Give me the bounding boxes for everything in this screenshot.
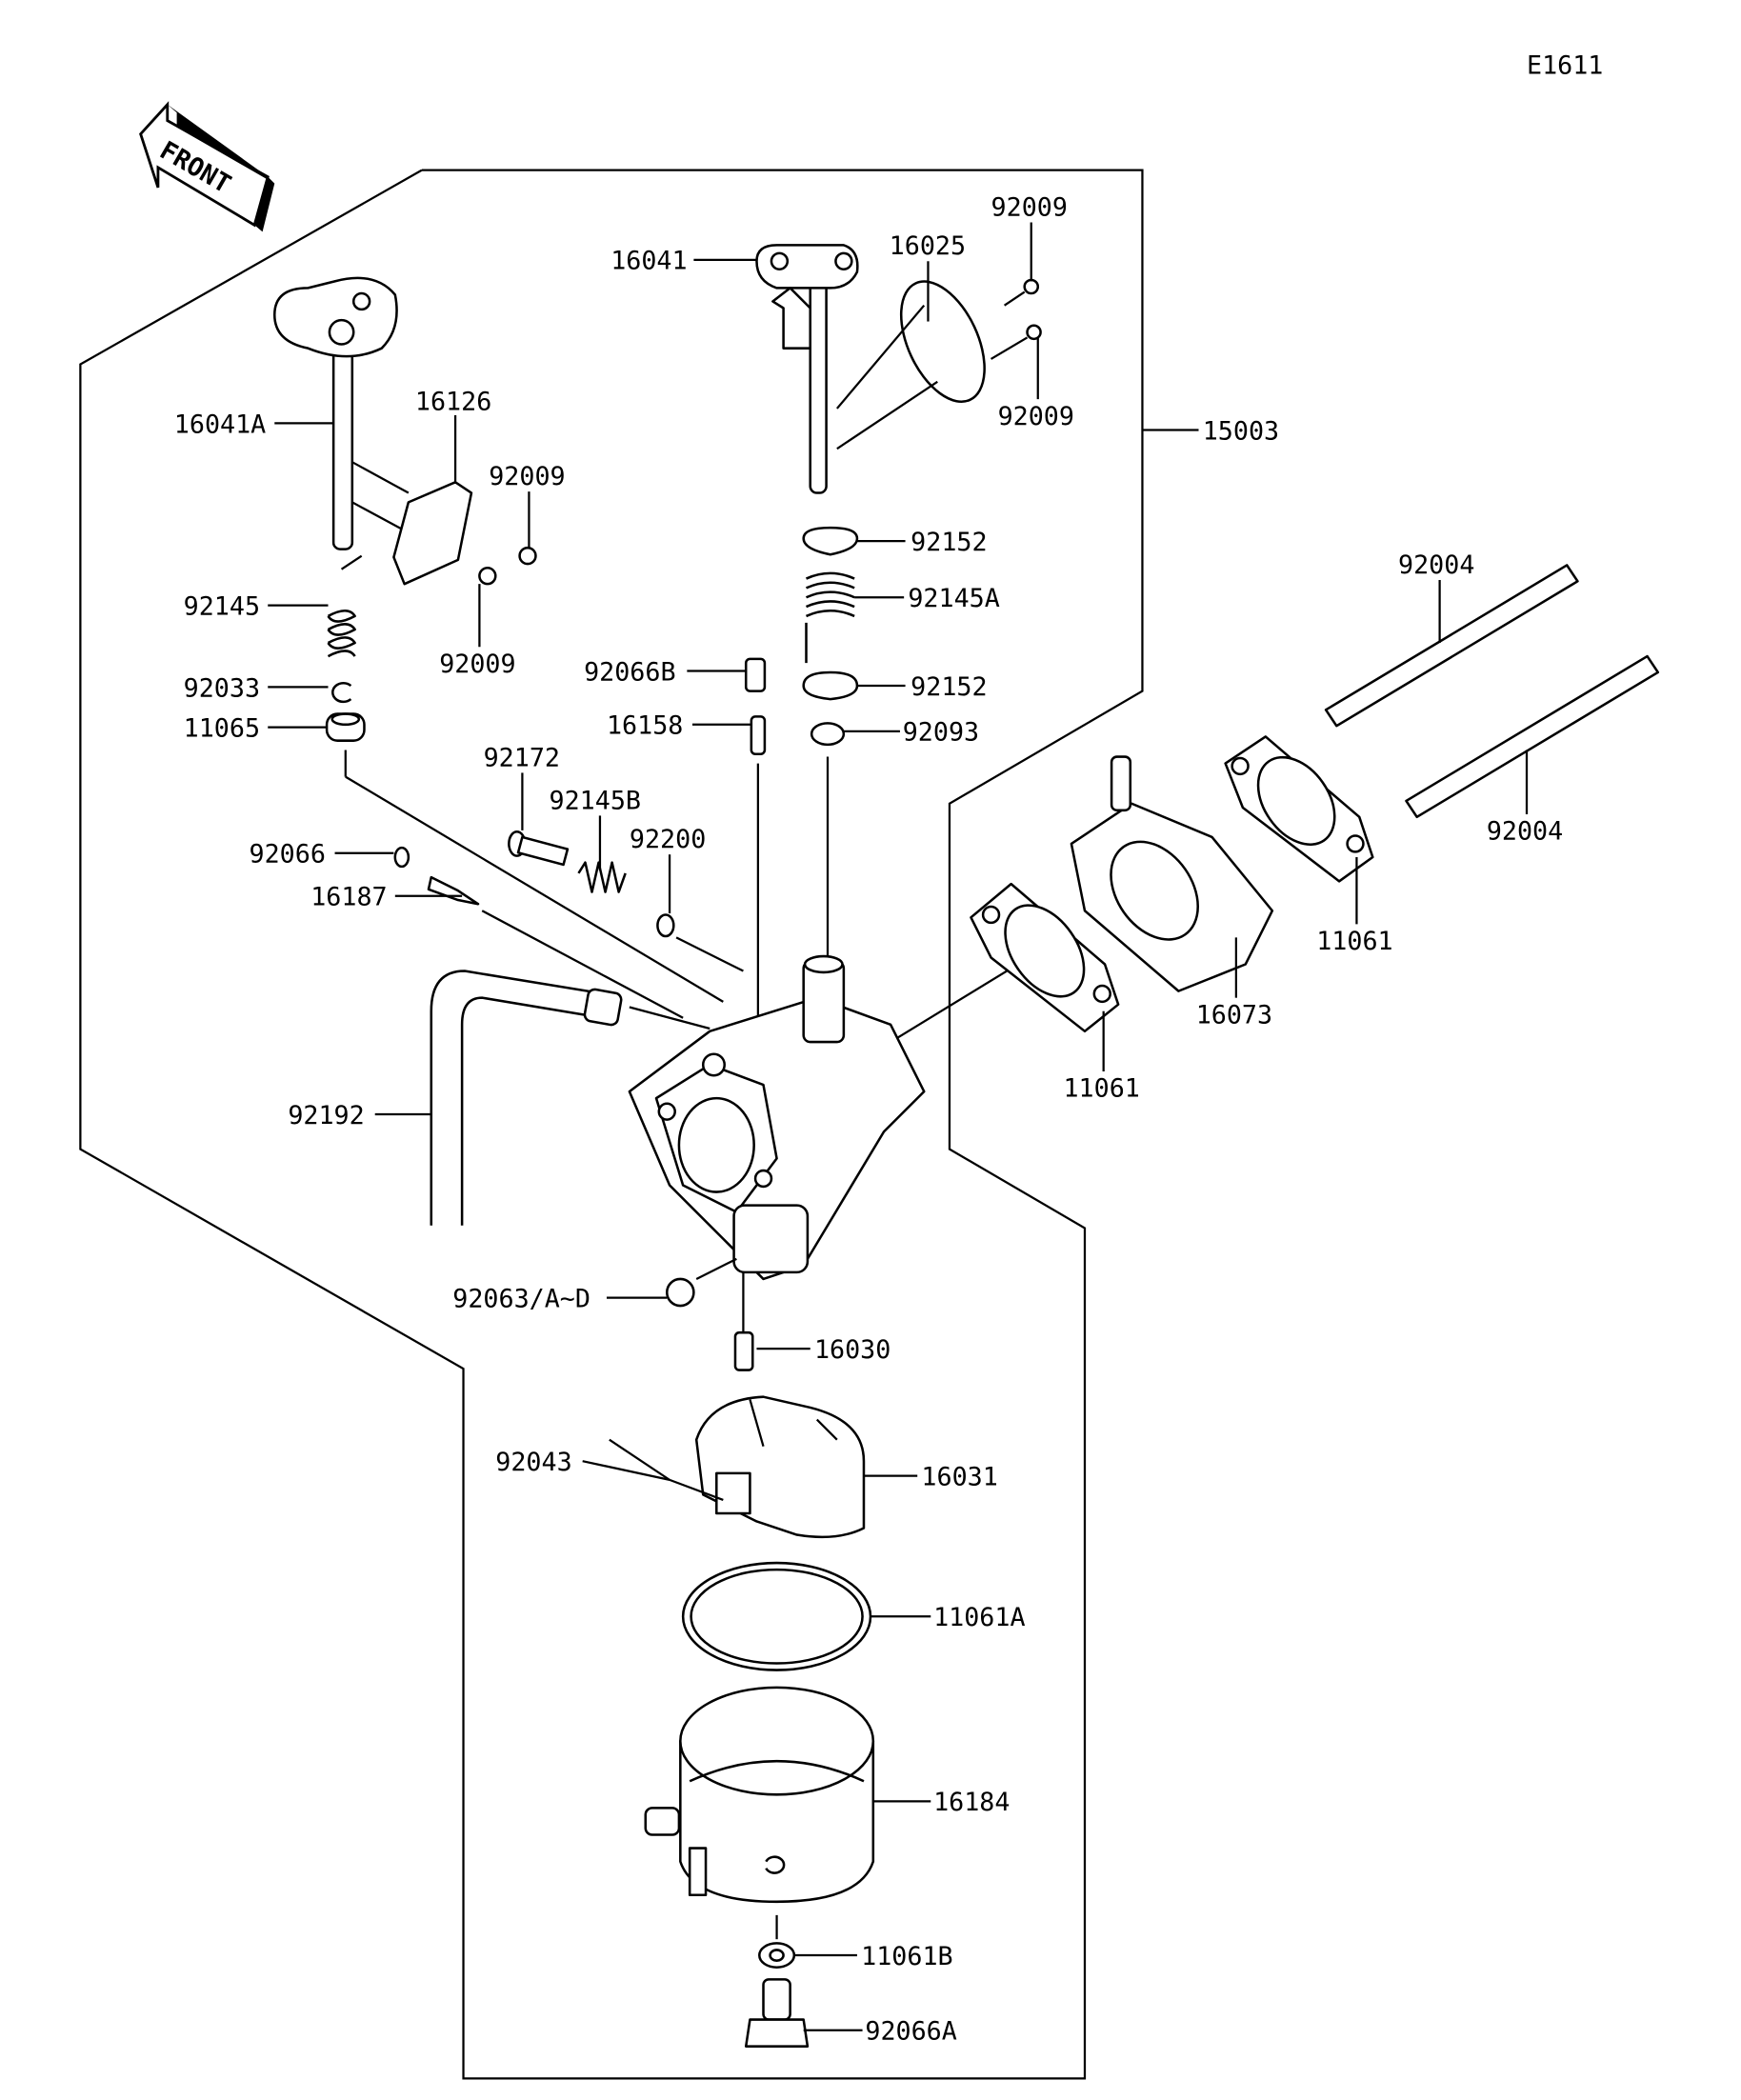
collar-92152: [802, 526, 859, 701]
callout-92200[interactable]: 92200: [630, 825, 706, 854]
screw-92066B: [744, 657, 767, 692]
callout-92009[interactable]: 92009: [998, 402, 1074, 431]
callout-92009[interactable]: 92009: [991, 192, 1068, 222]
callout-16030[interactable]: 16030: [814, 1335, 891, 1365]
callout-92004[interactable]: 92004: [1487, 817, 1563, 847]
diagram-code: E1611: [1527, 50, 1603, 80]
callout-92066[interactable]: 92066: [250, 840, 326, 870]
jet-16158: [750, 715, 767, 1031]
choke-shaft-16041A: [272, 276, 398, 550]
callout-labels: 16041 16025 92009 92009 16041A 16126 920…: [174, 192, 1563, 2046]
callout-92063[interactable]: 92063/A~D: [452, 1284, 590, 1313]
throttle-valve-16025: [835, 280, 986, 450]
e-clip-92033: [331, 681, 352, 704]
callout-92145A[interactable]: 92145A: [908, 584, 999, 613]
callout-92009[interactable]: 92009: [439, 650, 515, 679]
leader-lines: [268, 222, 1529, 2031]
washer-11061B: [758, 1942, 796, 1969]
callout-92145[interactable]: 92145: [184, 592, 260, 622]
callout-16025[interactable]: 16025: [890, 231, 966, 261]
callout-92172[interactable]: 92172: [484, 743, 560, 772]
bolt-92066A: [744, 1978, 810, 2048]
callout-11061A[interactable]: 11061A: [933, 1603, 1025, 1632]
seal-11065: [325, 712, 366, 742]
callout-92033[interactable]: 92033: [184, 673, 260, 703]
callout-16158[interactable]: 16158: [607, 711, 683, 741]
spring-92145: [327, 554, 363, 658]
o-ring-92066: [393, 846, 410, 869]
callout-92192[interactable]: 92192: [288, 1101, 364, 1130]
callout-16041A[interactable]: 16041A: [174, 410, 266, 439]
callout-16031[interactable]: 16031: [921, 1463, 997, 1492]
callout-92009[interactable]: 92009: [489, 462, 565, 491]
washer-92200: [656, 913, 675, 938]
float-pin-92043: [609, 1438, 724, 1502]
callout-92043[interactable]: 92043: [495, 1448, 571, 1477]
o-ring-11061A: [681, 1561, 872, 1671]
callout-16073[interactable]: 16073: [1196, 1000, 1272, 1030]
callout-92152[interactable]: 92152: [911, 528, 987, 557]
callout-16126[interactable]: 16126: [415, 387, 491, 416]
choke-valve-16126: [351, 461, 473, 586]
callout-11061B[interactable]: 11061B: [861, 1942, 952, 1971]
leader-11065-to-body: [345, 775, 724, 1003]
callout-92145B[interactable]: 92145B: [550, 786, 641, 815]
float-valve-16030: [733, 1271, 754, 1371]
drain-screw-92063: [665, 1257, 737, 1308]
throttle-shaft-16041: [755, 244, 859, 494]
assembly-part-number: 15003: [1203, 416, 1279, 446]
spring-92145B: [577, 861, 627, 893]
callout-16041[interactable]: 16041: [610, 247, 687, 276]
float-16031: [694, 1395, 866, 1539]
callout-11065[interactable]: 11065: [184, 713, 260, 743]
callout-11061[interactable]: 11061: [1063, 1074, 1139, 1104]
stud-92004: [1324, 564, 1660, 819]
insulator-16073: [1070, 755, 1274, 992]
leader-92200-path: [675, 936, 744, 972]
front-direction-arrow-icon: FRONT: [139, 101, 275, 232]
screw-92172: [508, 830, 570, 867]
gasket-11061: [970, 735, 1374, 1033]
carburetor-body: [628, 954, 1019, 1281]
callout-92152[interactable]: 92152: [911, 672, 987, 702]
callout-92004[interactable]: 92004: [1398, 550, 1474, 580]
callout-92066B[interactable]: 92066B: [584, 657, 675, 687]
pilot-screw-16187: [427, 875, 684, 1019]
callout-16184[interactable]: 16184: [933, 1788, 1010, 1817]
spring-92145A: [805, 571, 855, 664]
callout-92066A[interactable]: 92066A: [865, 2017, 956, 2047]
callout-16187[interactable]: 16187: [310, 883, 387, 912]
assembly-boundary: [79, 169, 1144, 2080]
callout-92093[interactable]: 92093: [903, 718, 979, 748]
callout-11061[interactable]: 11061: [1316, 927, 1392, 956]
float-bowl-16184: [644, 1686, 875, 1940]
o-ring-92093: [810, 722, 846, 971]
fuel-hose-92192: [430, 970, 710, 1226]
